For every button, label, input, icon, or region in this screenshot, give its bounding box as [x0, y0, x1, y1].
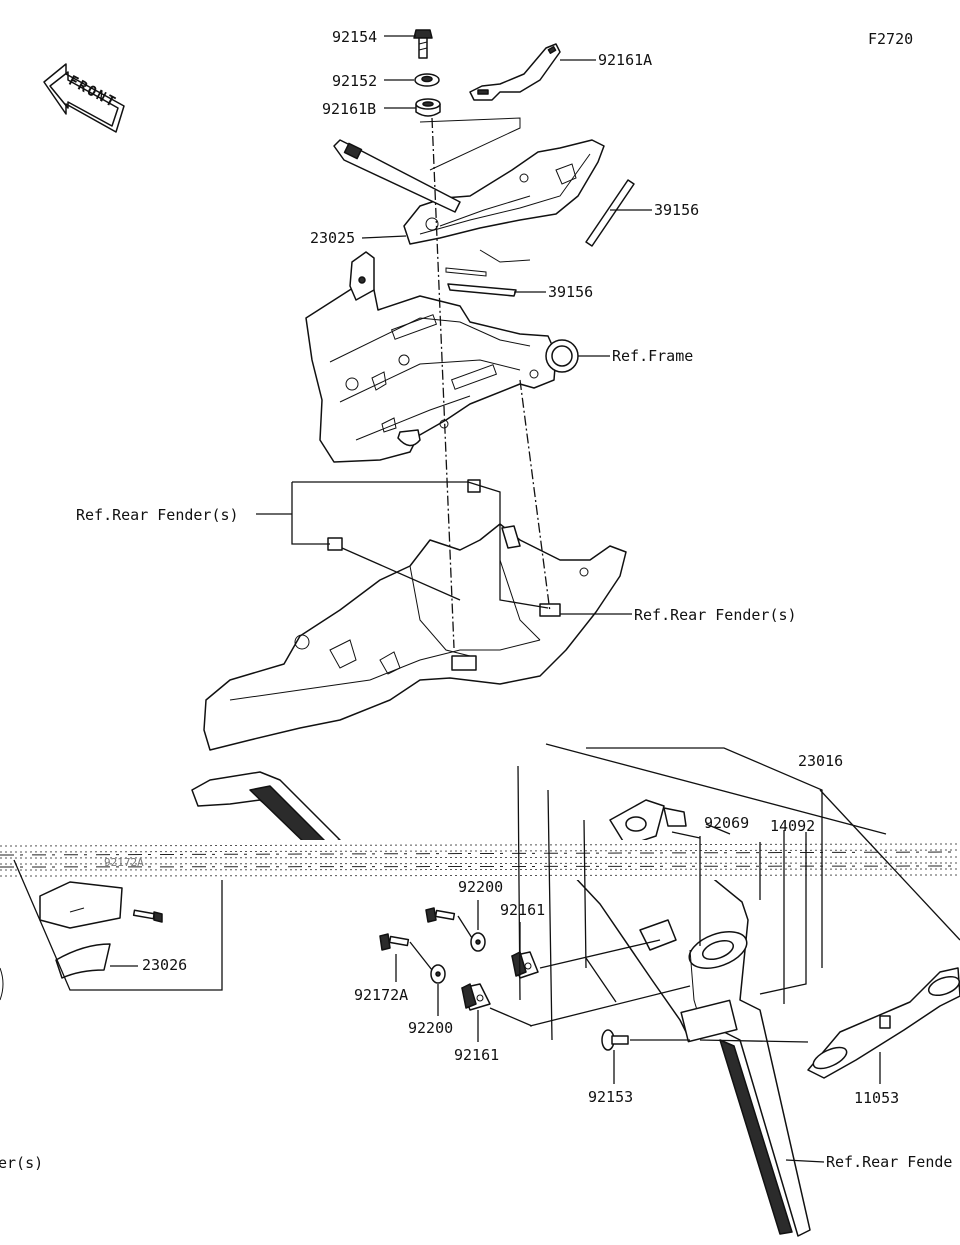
bolt-92153-part [601, 1029, 629, 1051]
part-label-92161B: 92161B [322, 100, 376, 118]
strip-39156-lower-part [447, 283, 517, 297]
sub-frame-drawing [305, 251, 579, 463]
part-label-92161A: 92161A [598, 51, 652, 69]
ref-label-rear-fender-bottom-left: er(s) [0, 1154, 43, 1172]
ref-label-rear-fender-bottom-right: Ref.Rear Fende [826, 1153, 952, 1171]
part-label-92200-upper: 92200 [458, 878, 503, 896]
part-label-39156-upper: 39156 [654, 201, 699, 219]
part-label-92200-lower: 92200 [408, 1019, 453, 1037]
washer-92200-upper-part [470, 932, 486, 952]
part-label-92069: 92069 [704, 814, 749, 832]
front-arrow-icon: FRONT [43, 63, 125, 133]
part-label-23016: 23016 [798, 752, 843, 770]
washer-92200-lower-part [430, 964, 446, 984]
part-label-92153: 92153 [588, 1088, 633, 1106]
ref-label-rear-fender-left: Ref.Rear Fender(s) [76, 506, 239, 524]
bolt-92172A-top-part [132, 909, 163, 923]
license-bracket-23016-part [569, 859, 811, 1237]
part-label-92172A: 92172A [354, 986, 408, 1004]
part-label-39156-lower: 39156 [548, 283, 593, 301]
bolt-92172A-lower-part [379, 933, 410, 951]
part-label-92172A-top: 92172A [104, 856, 144, 869]
strip-39156-small-part [445, 267, 487, 277]
rear-fender-drawing [203, 479, 627, 751]
part-label-92154: 92154 [332, 28, 377, 46]
mount-bracket-left-drawing [191, 771, 341, 851]
bracket-11053-part [807, 967, 960, 1079]
cover-plate-23026-part [55, 943, 111, 979]
strip-39156-upper-part [585, 179, 635, 247]
bolt-92172A-upper-part [425, 907, 456, 923]
ref-label-rear-fender-right: Ref.Rear Fender(s) [634, 606, 797, 624]
bracket-92161A-part [469, 43, 561, 101]
grommet-92161-lower-part [461, 983, 491, 1011]
ref-label-frame: Ref.Frame [612, 347, 693, 365]
scan-artifact-band [0, 840, 960, 880]
grommet-92161-upper-part [511, 951, 539, 979]
collar-92152-part [414, 73, 440, 87]
cover-plate-upper-part [39, 881, 123, 929]
part-label-11053: 11053 [854, 1089, 899, 1107]
part-label-92161-upper: 92161 [500, 901, 545, 919]
bolt-92154-part [413, 29, 433, 59]
damper-92161B-part [415, 98, 441, 117]
part-label-23025: 23025 [310, 229, 355, 247]
leader-lines [13, 35, 960, 1163]
tail-cowl-23025-part [333, 139, 605, 263]
part-label-92161-lower: 92161 [454, 1046, 499, 1064]
part-label-92152: 92152 [332, 72, 377, 90]
part-label-23026: 23026 [142, 956, 187, 974]
part-labels: 92154 92152 92161B 92161A 39156 23025 39… [0, 28, 952, 1172]
figure-code: F2720 [868, 30, 913, 48]
part-label-14092: 14092 [770, 817, 815, 835]
